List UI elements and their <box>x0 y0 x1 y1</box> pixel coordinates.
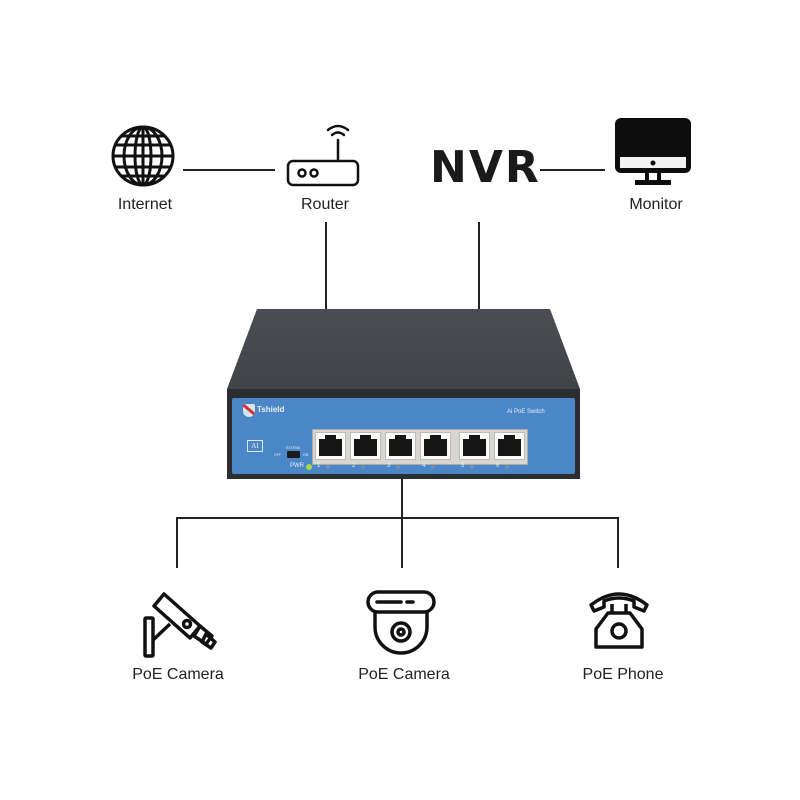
ethernet-port-6[interactable] <box>494 432 525 460</box>
port-number: 4 <box>422 463 426 469</box>
link-router-switch <box>325 222 327 310</box>
link-nvr-monitor <box>540 169 605 171</box>
model-name: Ai PoE Switch <box>507 409 545 415</box>
poe-switch: Tshield Ai PoE Switch AI EXTEND OFF ON P… <box>227 309 580 479</box>
port-led <box>470 465 474 469</box>
monitor-icon <box>615 118 691 185</box>
off-label: OFF <box>274 453 281 457</box>
monitor-label: Monitor <box>629 196 683 213</box>
nvr-label: NVR <box>430 142 541 193</box>
link-phone <box>617 517 619 568</box>
bullet-camera-label: PoE Camera <box>132 666 224 683</box>
port-socket <box>424 439 447 456</box>
link-nvr-switch <box>478 222 480 310</box>
port-socket <box>319 439 342 456</box>
link-internet-router <box>183 169 275 171</box>
power-label: PWR <box>290 463 304 469</box>
globe-icon <box>111 125 175 187</box>
port-led <box>505 465 509 469</box>
port-number: 1 <box>317 463 321 469</box>
dome-camera-label: PoE Camera <box>358 666 450 683</box>
ethernet-port-2[interactable] <box>350 432 381 460</box>
port-number: 5 <box>461 463 465 469</box>
port-socket <box>354 439 377 456</box>
telephone-icon <box>589 592 649 649</box>
port-latch <box>504 435 515 440</box>
ethernet-port-3[interactable] <box>385 432 416 460</box>
power-led <box>306 464 312 470</box>
port-number: 3 <box>387 463 391 469</box>
router-icon <box>286 124 360 187</box>
router-label: Router <box>300 196 350 213</box>
extend-label: EXTEND <box>286 446 301 450</box>
ai-badge: AI <box>247 440 263 452</box>
brand-logo <box>243 404 255 417</box>
port-number: 2 <box>352 463 356 469</box>
port-number: 6 <box>496 463 500 469</box>
link-switch-trunk <box>401 478 403 568</box>
on-label: ON <box>303 453 309 457</box>
phone-label: PoE Phone <box>582 666 664 683</box>
port-socket <box>498 439 521 456</box>
port-latch <box>430 435 441 440</box>
port-socket <box>463 439 486 456</box>
port-led <box>396 465 400 469</box>
port-led <box>361 465 365 469</box>
link-bus <box>176 517 619 519</box>
port-socket <box>389 439 412 456</box>
port-latch <box>325 435 336 440</box>
ethernet-port-4[interactable] <box>420 432 451 460</box>
bullet-camera-icon <box>143 592 217 658</box>
port-latch <box>469 435 480 440</box>
port-led <box>431 465 435 469</box>
port-latch <box>360 435 371 440</box>
port-latch <box>395 435 406 440</box>
brand-name: Tshield <box>257 405 285 414</box>
link-bullet-camera <box>176 517 178 568</box>
ethernet-port-1[interactable] <box>315 432 346 460</box>
dome-camera-icon <box>366 590 436 655</box>
extend-toggle[interactable] <box>287 451 300 458</box>
port-led <box>326 465 330 469</box>
ethernet-port-5[interactable] <box>459 432 490 460</box>
internet-label: Internet <box>117 196 173 213</box>
